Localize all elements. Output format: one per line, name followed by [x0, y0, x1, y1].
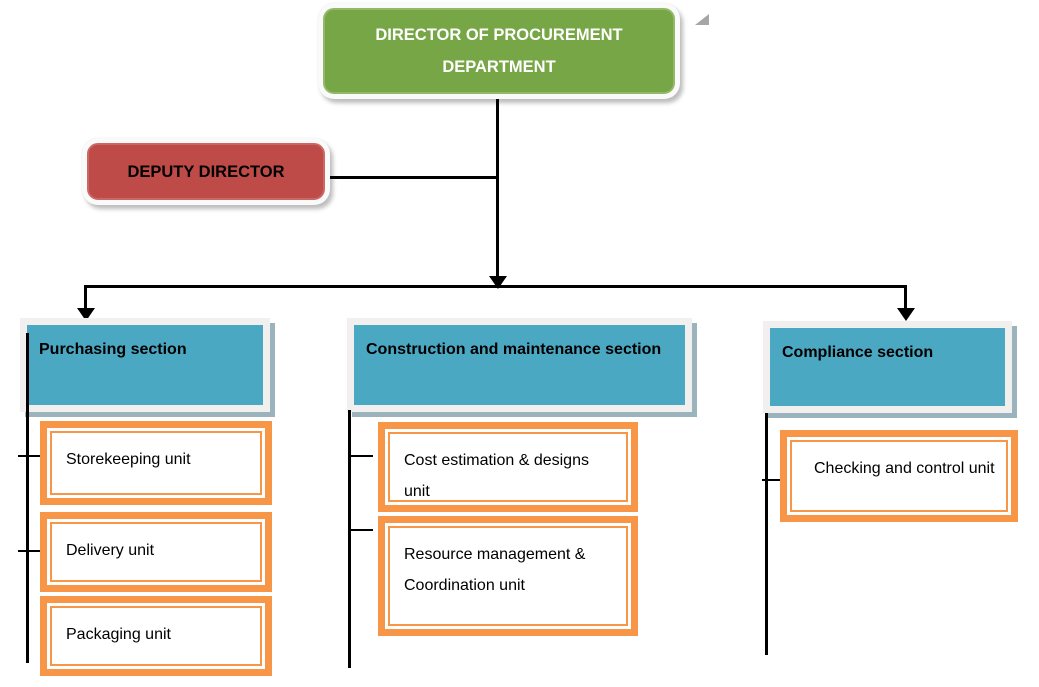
unit-box-packaging: Packaging unit — [40, 596, 272, 676]
unit-label-packaging: Packaging unit — [50, 606, 262, 666]
connector-purchasing-vertical — [26, 333, 29, 663]
unit-box-storekeeping: Storekeeping unit — [40, 421, 272, 505]
connector-construction-vertical — [348, 410, 351, 668]
connector-tick-cost — [348, 455, 373, 457]
arrowhead-left — [77, 308, 95, 321]
director-box: DIRECTOR OF PROCUREMENT DEPARTMENT — [318, 3, 680, 99]
connector-compliance-vertical — [765, 413, 768, 655]
resize-handle-icon — [695, 14, 709, 25]
connector-deputy — [330, 176, 497, 179]
connector-tick-resource — [348, 529, 373, 531]
connector-tick-storekeeping — [18, 455, 47, 457]
unit-label-resource-management: Resource management & Coordination unit — [388, 526, 628, 626]
unit-label-storekeeping: Storekeeping unit — [50, 431, 262, 495]
connector-tick-checking — [762, 479, 786, 481]
arrowhead-right — [897, 308, 915, 321]
connector-director-stem — [496, 99, 499, 277]
deputy-director-label: DEPUTY DIRECTOR — [87, 143, 325, 200]
unit-label-checking-control: Checking and control unit — [790, 440, 1008, 512]
section-label-compliance: Compliance section — [770, 328, 1005, 406]
section-box-compliance: Compliance section — [763, 321, 1012, 413]
section-box-construction: Construction and maintenance section — [347, 318, 692, 412]
connector-left-stem — [84, 287, 87, 309]
unit-box-delivery: Delivery unit — [40, 512, 272, 592]
deputy-director-box: DEPUTY DIRECTOR — [82, 138, 330, 205]
unit-box-resource-management: Resource management & Coordination unit — [378, 516, 638, 636]
unit-label-cost-estimation: Cost estimation & designs unit — [388, 432, 628, 502]
section-label-construction: Construction and maintenance section — [354, 325, 685, 405]
connector-right-stem — [904, 287, 907, 309]
unit-box-cost-estimation: Cost estimation & designs unit — [378, 422, 638, 512]
connector-distribution — [84, 285, 907, 288]
connector-tick-delivery — [18, 550, 47, 552]
unit-box-checking-control: Checking and control unit — [780, 430, 1018, 522]
section-label-purchasing: Purchasing section — [27, 325, 263, 405]
director-label: DIRECTOR OF PROCUREMENT DEPARTMENT — [323, 8, 675, 94]
section-box-purchasing: Purchasing section — [20, 318, 270, 412]
unit-label-delivery: Delivery unit — [50, 522, 262, 582]
